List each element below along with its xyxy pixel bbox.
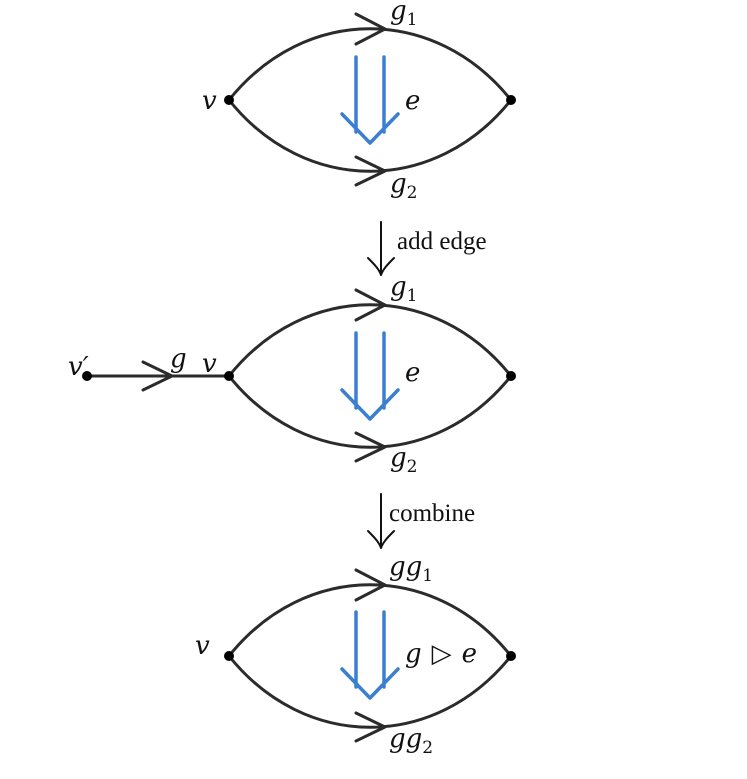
two-cell-arrow <box>340 610 400 700</box>
upper-edge-label: g1 <box>390 272 417 306</box>
new-vertex-label: v′ <box>68 352 89 382</box>
vertex-label: v <box>202 86 217 116</box>
lower-edge-label: gg2 <box>389 724 433 758</box>
two-cell-label: g▷e <box>405 639 477 669</box>
lower-edge-label: g2 <box>390 443 417 477</box>
vertex-label: v <box>202 349 217 379</box>
upper-edge-arrowhead <box>354 12 387 46</box>
two-cell-arrow <box>340 55 400 145</box>
step-combine: combine <box>367 493 475 549</box>
panel-middle: v′ g v g1 g2 e <box>68 272 516 477</box>
vertex-right <box>506 651 516 661</box>
step-label-combine: combine <box>389 500 475 527</box>
lower-edge-g2 <box>227 98 513 173</box>
vertex-label: v <box>195 631 210 661</box>
lower-edge-gg2 <box>227 654 513 729</box>
lower-edge-label: g2 <box>390 169 417 203</box>
upper-edge-g1 <box>227 27 513 102</box>
vertex-v-prime <box>82 371 92 381</box>
vertex-right <box>506 95 516 105</box>
panel-bottom: v gg1 gg2 g▷e <box>195 552 516 758</box>
new-edge-label: g <box>170 344 187 374</box>
upper-edge-label: gg1 <box>389 552 433 586</box>
vertex-v <box>224 371 234 381</box>
upper-edge-label: g1 <box>390 0 417 30</box>
panel-top: v g1 g2 e <box>202 0 516 203</box>
lower-edge-g2 <box>227 374 513 449</box>
two-cell-label: e <box>405 86 420 116</box>
upper-edge-g1 <box>227 303 513 378</box>
two-cell-arrow <box>340 331 400 421</box>
vertex-v <box>224 651 234 661</box>
lower-edge-arrowhead <box>354 711 387 743</box>
step-add-edge: add edge <box>367 221 487 276</box>
upper-edge-arrowhead <box>354 568 387 602</box>
step-label-add-edge: add edge <box>397 228 487 255</box>
new-edge-arrowhead <box>141 360 174 392</box>
vertex-v <box>224 95 234 105</box>
vertex-right <box>506 371 516 381</box>
lower-edge-arrowhead <box>354 155 387 187</box>
two-cell-label: e <box>405 358 420 388</box>
upper-edge-arrowhead <box>354 288 387 322</box>
upper-edge-gg1 <box>227 583 513 658</box>
lower-edge-arrowhead <box>354 431 387 463</box>
